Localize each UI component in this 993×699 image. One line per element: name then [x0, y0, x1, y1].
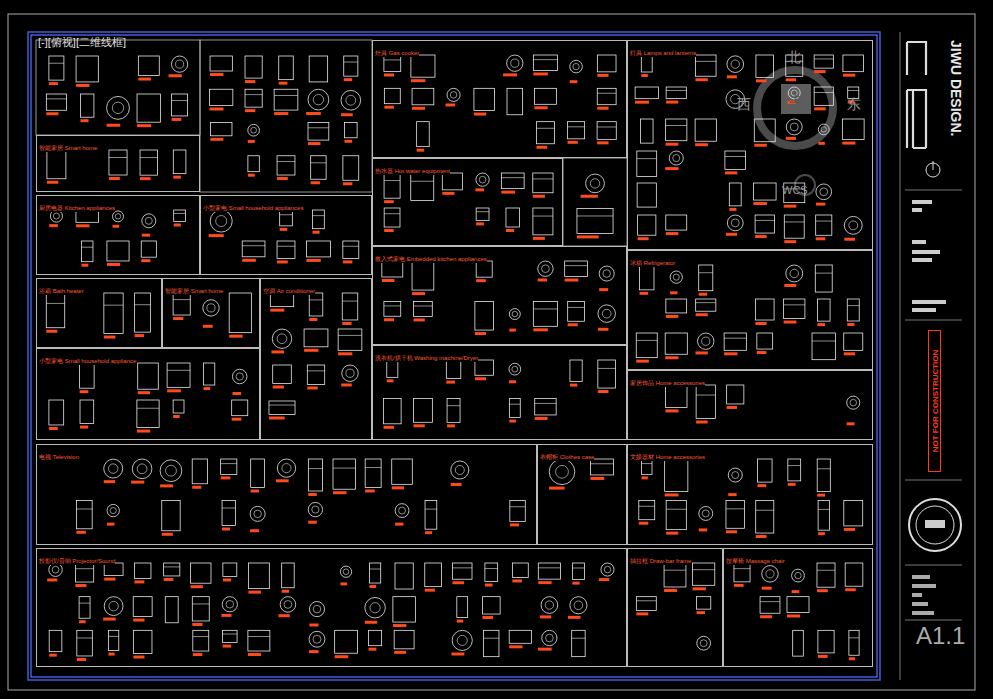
stamp-box: NOT FOR CONSTRUCTION: [928, 330, 941, 472]
category-panel: 按摩椅 Massage chair: [723, 548, 873, 667]
category-panel: 热水器 Hot water equipment: [372, 158, 563, 246]
category-panel: 小型家电 Small household appliances: [200, 195, 372, 275]
panel-heading: 家居饰品 Home accessories: [628, 377, 705, 387]
viewport-border: [28, 32, 880, 680]
category-panel: 洗衣机/烘干机 Washing machine/Dryer: [372, 345, 627, 440]
panel-heading: 厨房电器 Kitchen appliances: [37, 202, 115, 212]
panel-heading: 投影仪/音响 Projector/Sound: [37, 555, 115, 565]
panel-heading: 智能家居 Smart home: [163, 285, 223, 295]
appliance-blocks: [639, 459, 863, 538]
category-panel: 厨房电器 Kitchen appliances: [36, 195, 200, 275]
appliance-blocks: [635, 55, 864, 243]
appliance-blocks: [47, 150, 186, 184]
appliance-blocks: [549, 459, 614, 490]
sheet-number: A1.1: [916, 624, 965, 648]
appliance-blocks: [384, 360, 616, 429]
panel-heading: 文娱器材 Home accessories: [628, 451, 705, 461]
panel-heading: 衣帽柜 Clothes case: [538, 451, 594, 461]
compass-letter: 东: [847, 97, 861, 111]
category-panel: 电视 Television: [36, 444, 537, 545]
category-panel: 小型家电 Small household appliance: [36, 348, 260, 440]
category-panel: 智能家居 Smart home: [162, 278, 260, 348]
viewport-label: [-][俯视][二维线框]: [38, 37, 126, 48]
appliance-blocks: [636, 563, 714, 650]
panel-heading: 抽拉框 Draw-bar frame: [628, 555, 691, 565]
appliance-blocks: [210, 56, 361, 185]
appliance-blocks: [734, 563, 863, 660]
appliance-blocks: [46, 293, 150, 339]
ucs-label: WCS: [782, 185, 808, 196]
appliance-blocks: [173, 293, 251, 338]
appliance-blocks: [665, 385, 859, 425]
category-panel: 家居饰品 Home accessories: [627, 370, 873, 440]
panel-heading: 按摩椅 Massage chair: [724, 555, 785, 565]
category-panel: 灯具 Lamps and lanterns: [627, 40, 873, 250]
category-panel: 智能家居 Smart home: [36, 135, 200, 192]
panel-frame: [36, 40, 200, 135]
appliance-blocks: [49, 210, 185, 267]
appliance-blocks: [382, 261, 616, 335]
panel-frame: [563, 158, 627, 246]
appliance-blocks: [49, 363, 248, 433]
category-panel: 灶具 Gas cooker: [372, 40, 627, 158]
compass-letter: 北: [787, 50, 801, 64]
viewport-border: [31, 35, 877, 677]
panel-heading: 小型家电 Small household appliance: [37, 355, 136, 365]
appliance-blocks: [636, 265, 863, 363]
appliance-blocks: [384, 173, 553, 240]
panel-heading: 冰箱 Refrigerator: [628, 257, 675, 267]
category-panel: 抽拉框 Draw-bar frame: [627, 548, 723, 667]
appliance-blocks: [47, 563, 614, 661]
panel-heading: 浴霸 Bath heater: [37, 285, 84, 295]
appliance-blocks: [209, 210, 359, 263]
viewcube-watermark: [757, 70, 833, 195]
panel-heading: 洗衣机/烘干机 Washing machine/Dryer: [373, 352, 478, 362]
category-panel: 浴霸 Bath heater: [36, 278, 162, 348]
panel-heading: 小型家电 Small household appliances: [201, 202, 303, 212]
appliance-blocks: [46, 56, 187, 127]
appliance-blocks: [76, 459, 525, 536]
category-panel: 文娱器材 Home accessories: [627, 444, 873, 545]
category-panel: 投影仪/音响 Projector/Sound: [36, 548, 627, 667]
panel-heading: 热水器 Hot water equipment: [373, 165, 450, 175]
brand-name: JIWU DESIGN.: [949, 40, 963, 136]
panel-heading: 智能家居 Smart home: [37, 142, 97, 152]
stamp-text: NOT FOR CONSTRUCTION: [930, 350, 939, 453]
category-panel: 嵌入式家电 Embedded kitchen appliances: [372, 246, 627, 345]
panel-frame: [200, 40, 372, 192]
panel-heading: 灶具 Gas cooker: [373, 47, 419, 57]
title-block: [900, 32, 962, 680]
panel-heading: 电视 Television: [37, 451, 79, 461]
appliance-blocks: [269, 293, 362, 419]
appliance-blocks: [577, 174, 613, 238]
compass-letter: 上: [789, 91, 802, 104]
panel-heading: 灯具 Lamps and lanterns: [628, 47, 696, 57]
category-panel: 衣帽柜 Clothes case: [537, 444, 627, 545]
compass-letter: 西: [737, 97, 751, 111]
category-panel: 冰箱 Refrigerator: [627, 250, 873, 370]
panel-heading: 嵌入式家电 Embedded kitchen appliances: [373, 253, 487, 263]
category-panel: 空调 Air conditioner: [260, 278, 372, 440]
panel-heading: 空调 Air conditioner: [261, 285, 315, 295]
appliance-blocks: [384, 55, 616, 152]
sheet-border: [8, 14, 975, 690]
